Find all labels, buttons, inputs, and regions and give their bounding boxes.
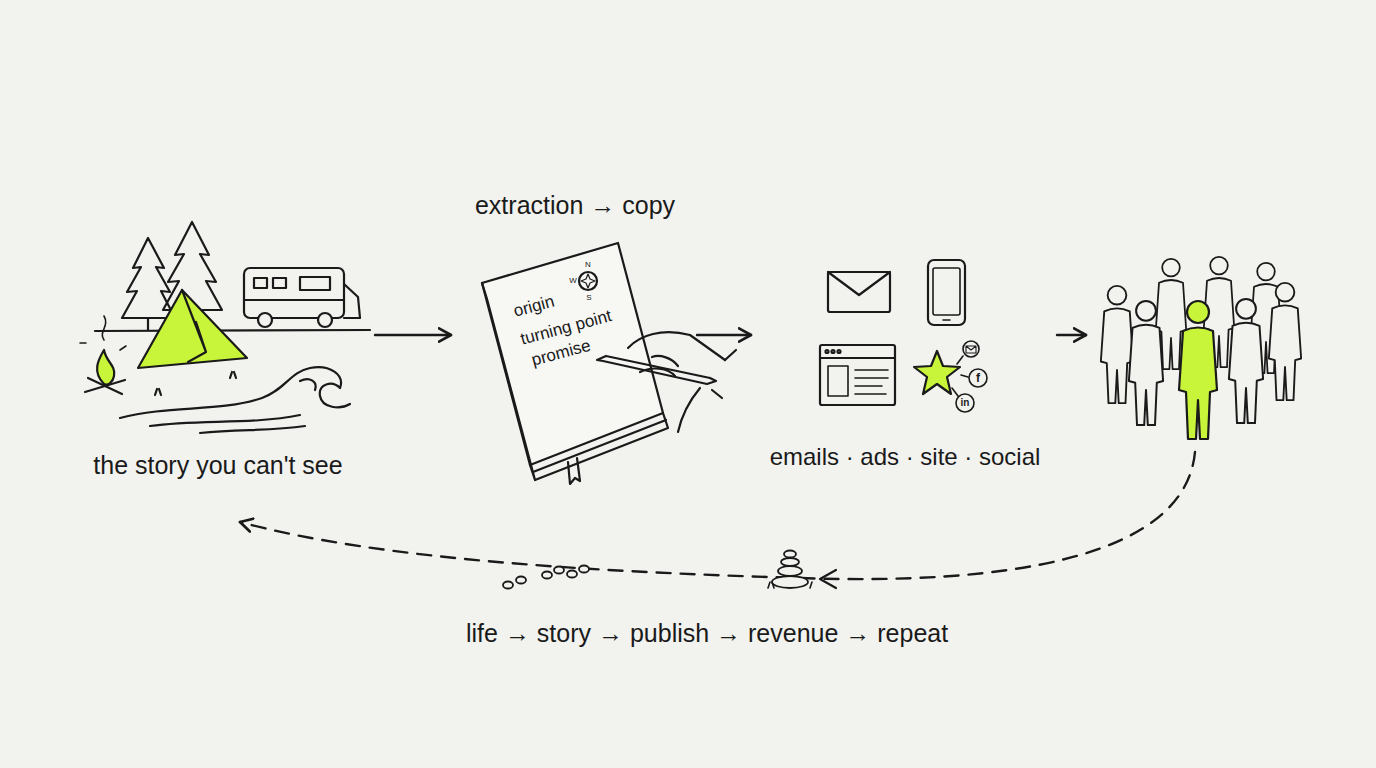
feedback-loop: [240, 452, 1195, 579]
compass-letter: N: [585, 261, 591, 269]
scene-panel: the story you can't see: [63, 220, 373, 520]
flow-arrow: [697, 334, 751, 336]
step-title: extraction → copy: [475, 190, 675, 220]
edge-label: life → story → publish → revenue → repea…: [462, 618, 952, 648]
notebook-line: origin: [511, 292, 556, 322]
flow-arrow: [1057, 334, 1086, 336]
scene-caption: the story you can't see: [93, 450, 342, 480]
notebook: extraction → copyoriginturning pointprom…: [455, 188, 695, 475]
flow-arrow: [375, 334, 451, 336]
social-icon-letter: in: [961, 398, 970, 408]
channels-caption: emails · ads · site · social: [770, 443, 1041, 472]
compass-letter: S: [586, 294, 591, 302]
audience-group: [1090, 250, 1310, 450]
compass-letter: W: [569, 277, 577, 285]
channels-panel: emails · ads · site · social: [755, 245, 1055, 480]
social-icon-letter: f: [976, 372, 980, 384]
